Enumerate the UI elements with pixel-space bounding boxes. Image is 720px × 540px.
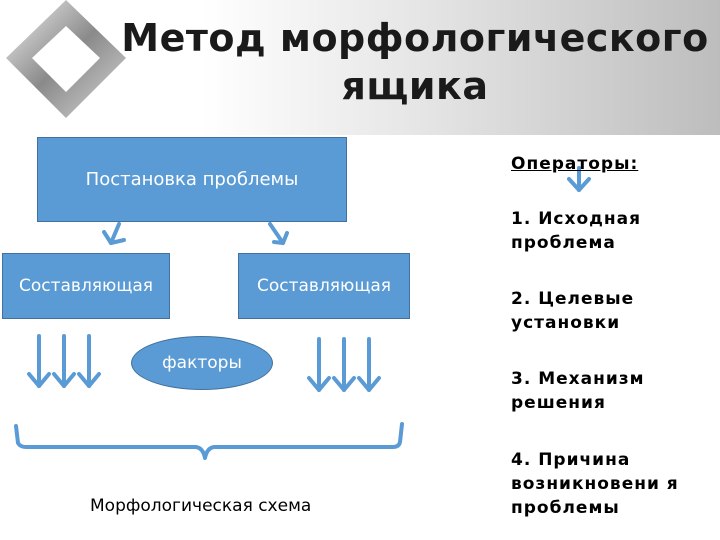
operator-item-2: 2. Целевые установки xyxy=(511,287,716,335)
diagram-caption: Морфологическая схема xyxy=(90,496,360,516)
problem-box: Постановка проблемы xyxy=(37,137,347,222)
operator-item-1: 1. Исходная проблема xyxy=(511,207,716,255)
arrows-right-group xyxy=(309,339,379,390)
factors-ellipse: факторы xyxy=(131,336,273,390)
arrows-left-group xyxy=(29,336,99,386)
bracket xyxy=(16,424,402,458)
component-left-box: Составляющая xyxy=(2,253,170,319)
component-right-box: Составляющая xyxy=(238,253,410,319)
arrow-left-component xyxy=(104,224,124,243)
operator-item-3: 3. Механизм решения xyxy=(511,367,716,415)
operator-item-4: 4. Причина возникновени я проблемы xyxy=(511,448,716,520)
operators-heading: Операторы: xyxy=(511,154,638,174)
arrow-right-component xyxy=(270,224,287,243)
